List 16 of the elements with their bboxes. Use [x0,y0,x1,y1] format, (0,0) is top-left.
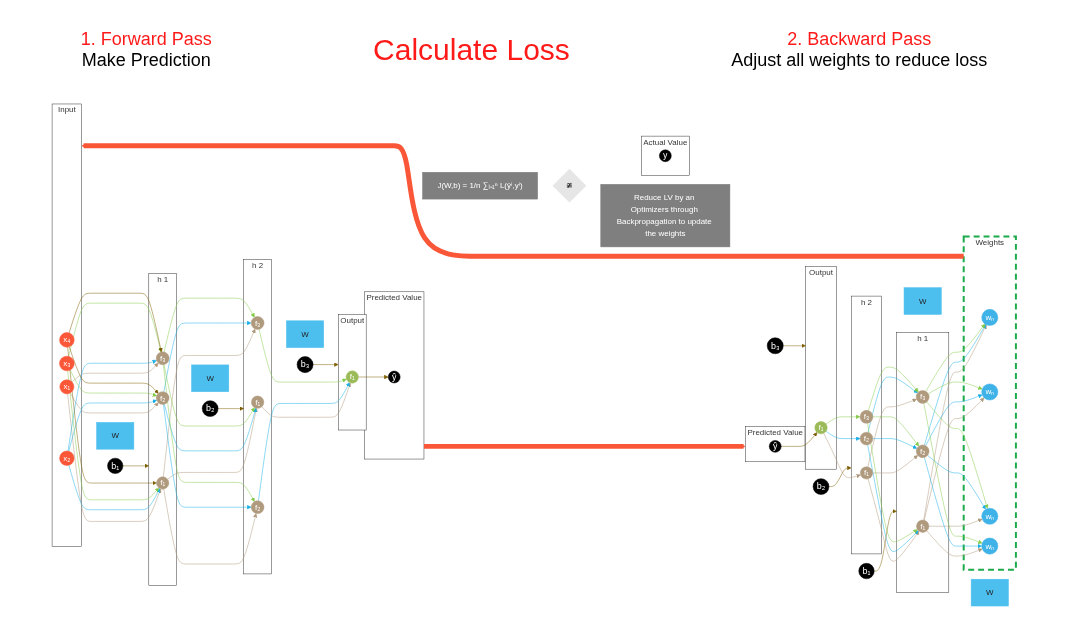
node-circle: b₂ [812,478,830,495]
node-circle: b₁ [107,457,124,474]
node-circle: y [659,149,672,162]
node-circle: ŷ [388,370,401,384]
heading: 1. Forward Pass [80,29,212,50]
arrow [423,443,746,449]
node-circle: b₂ [201,400,219,417]
node-circle: b₃ [296,356,314,373]
arrow [81,143,965,259]
heading: Calculate Loss [373,33,570,67]
node-circle: b₁ [858,563,875,580]
subheading: Adjust all weights to reduce loss [731,50,988,71]
heading: 2. Backward Pass [786,29,933,50]
node-circle: b₃ [766,337,784,355]
node-circle: ŷ [769,440,782,453]
subheading: Make Prediction [80,50,212,71]
